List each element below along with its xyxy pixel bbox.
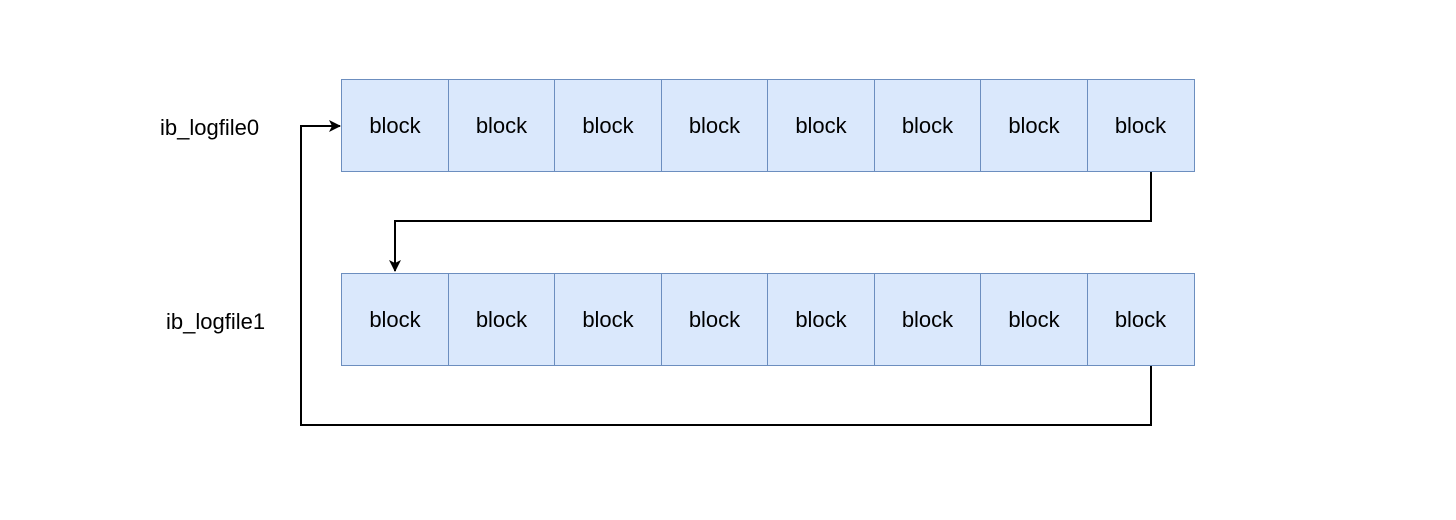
- logfile0-block: block: [660, 79, 769, 172]
- logfile1-block: block: [873, 273, 982, 366]
- logfile0-block: block: [554, 79, 662, 172]
- logfile1-block: block: [980, 273, 1088, 366]
- logfile1-label: ib_logfile1: [166, 309, 266, 334]
- logfile1-block: block: [767, 273, 875, 366]
- logfile1-block: block: [447, 273, 556, 366]
- logfile0-block: block: [341, 79, 449, 172]
- logfile1-block: block: [341, 273, 449, 366]
- logfile0-block: block: [873, 79, 982, 172]
- connector-logfile0-to-logfile1: [389, 172, 1152, 272]
- logfile1-block: block: [554, 273, 662, 366]
- logfile1-block-row: block block block block block block bloc…: [341, 273, 1205, 366]
- logfile0-label: ib_logfile0: [160, 115, 260, 140]
- logfile1-block: block: [660, 273, 769, 366]
- logfile1-block: block: [1086, 273, 1195, 366]
- logfile0-block: block: [767, 79, 875, 172]
- logfile0-block-row: block block block block block block bloc…: [341, 79, 1205, 172]
- logfile0-block: block: [1086, 79, 1195, 172]
- logfile0-block: block: [447, 79, 556, 172]
- logfile0-block: block: [980, 79, 1088, 172]
